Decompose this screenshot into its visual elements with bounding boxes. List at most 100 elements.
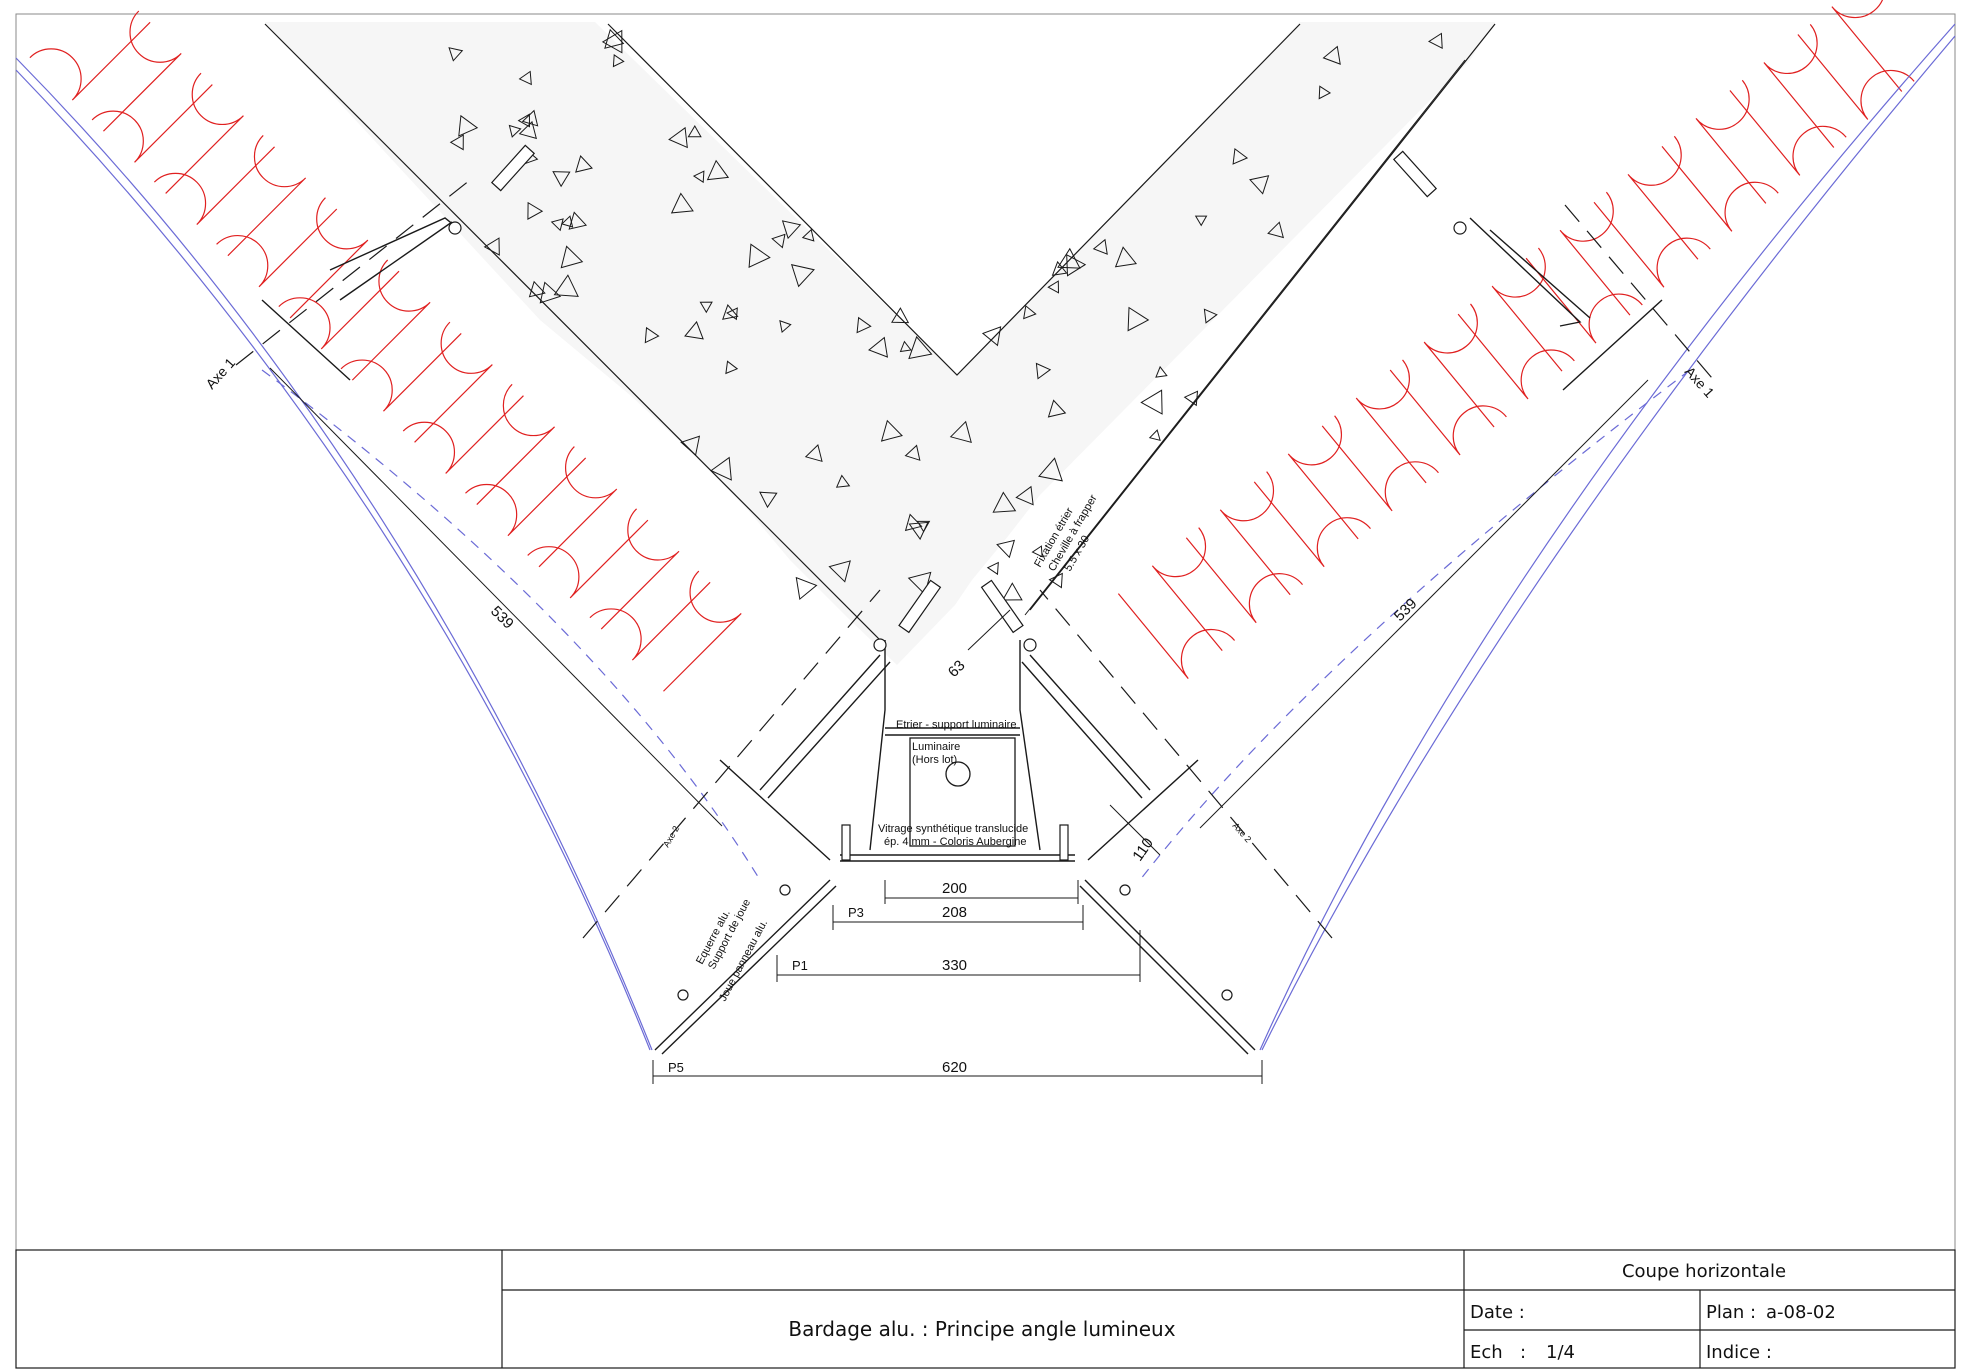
aggregate-mark — [804, 444, 823, 463]
aggregate-mark — [907, 571, 932, 596]
drawing-title: Bardage alu. : Principe angle lumineux — [788, 1317, 1175, 1341]
aggregate-mark — [1232, 147, 1249, 165]
aggregate-mark — [518, 70, 532, 86]
p5-label: P5 — [668, 1060, 684, 1075]
p3-label: P3 — [848, 905, 864, 920]
rail-profiles — [261, 217, 1663, 1055]
aggregate-mark — [1047, 399, 1067, 418]
aggregate-mark — [748, 243, 771, 269]
aggregate-mark — [687, 125, 702, 138]
view-name: Coupe horizontale — [1622, 1261, 1786, 1282]
insulation-loop — [414, 321, 493, 443]
luminaire-note-1: Luminaire — [912, 741, 960, 753]
dim-539-right: 539 — [1391, 595, 1421, 625]
aggregate-mark — [458, 114, 479, 137]
insulation-loop — [1593, 201, 1711, 288]
insulation-loop — [600, 508, 680, 630]
aggregate-mark — [835, 474, 851, 488]
axe1-right-label: Axe 1 — [1682, 363, 1718, 400]
p1-label: P1 — [792, 958, 808, 973]
aggregate-mark — [722, 304, 739, 320]
aggregate-mark — [1249, 175, 1270, 195]
aggregate-mark — [449, 134, 464, 151]
aggregate-mark — [517, 113, 531, 128]
aggregate-mark — [904, 444, 921, 461]
aggregate-mark — [528, 280, 546, 298]
aggregate-mark — [1322, 45, 1341, 65]
insulation-loop — [1219, 471, 1291, 596]
aggregate-mark — [868, 336, 889, 358]
insulation-loop — [1525, 257, 1643, 344]
aggregate-mark — [601, 29, 623, 54]
ech-value: 1/4 — [1546, 1342, 1575, 1363]
insulation-loop — [1797, 34, 1915, 120]
insulation-loop — [1627, 135, 1699, 260]
drawing-frame — [15, 13, 1956, 1369]
insulation-right — [1117, 0, 1915, 679]
insulation-loop — [103, 10, 182, 132]
date-label: Date : — [1470, 1302, 1525, 1323]
aggregate-mark — [1427, 32, 1443, 50]
aggregate-mark — [856, 316, 872, 334]
aggregate-mark — [508, 124, 522, 138]
aggregate-mark — [706, 159, 730, 181]
dim-200: 200 — [942, 880, 967, 897]
indice-label: Indice : — [1706, 1342, 1772, 1363]
ech-label: Ech — [1470, 1342, 1503, 1363]
title-block — [15, 1249, 1956, 1369]
insulation-loop — [1355, 359, 1427, 484]
insulation-loop — [1491, 247, 1563, 372]
aggregate-mark — [575, 155, 593, 173]
insulation-loop — [278, 270, 400, 350]
insulation-loop — [1559, 191, 1631, 316]
aggregate-mark — [801, 228, 815, 242]
insulation-loop — [1695, 79, 1767, 204]
aggregate-mark — [1035, 362, 1052, 380]
aggregate-mark — [981, 326, 1002, 347]
aggregate-mark — [1047, 280, 1060, 294]
aggregate-mark — [759, 491, 778, 509]
aggregate-mark — [908, 335, 933, 360]
aggregate-mark — [1015, 485, 1034, 506]
insulation-loop — [289, 197, 369, 319]
aggregate-mark — [1194, 215, 1208, 227]
aggregate-mark — [795, 576, 818, 601]
ech-separator: : — [1520, 1342, 1526, 1363]
luminaire-box — [909, 737, 1016, 847]
aggregate-mark — [1155, 365, 1168, 378]
aggregate-mark — [904, 513, 923, 532]
vitrage-note-1: Vitrage synthétique translucide — [878, 823, 1028, 835]
axe2-right-label: Axe 2 — [1231, 821, 1254, 845]
insulation-loop — [1253, 481, 1371, 568]
aggregate-mark — [483, 237, 500, 256]
aggregate-mark — [448, 47, 464, 62]
aggregate-mark — [612, 53, 625, 68]
insulation-loop — [165, 72, 244, 194]
axe1-left-label: Axe 1 — [202, 355, 238, 392]
aggregate-mark — [992, 491, 1017, 513]
aggregate-mark — [568, 211, 588, 230]
plan-label: Plan : — [1706, 1302, 1756, 1323]
aggregate-mark — [891, 307, 910, 324]
aggregate-mark — [670, 192, 694, 214]
aggregate-mark — [781, 220, 802, 240]
aggregate-mark — [710, 456, 732, 481]
concrete-aggregate — [448, 28, 1443, 601]
aggregate-mark — [1001, 582, 1023, 601]
aggregate-mark — [680, 435, 701, 457]
aggregate-mark — [552, 171, 571, 188]
insulation-left — [29, 10, 742, 692]
aggregate-mark — [684, 320, 704, 340]
aggregate-mark — [1148, 429, 1161, 441]
insulation-loop — [538, 446, 618, 568]
aggregate-mark — [1114, 246, 1138, 268]
aggregate-mark — [668, 126, 688, 149]
insulation-loop — [1457, 313, 1575, 400]
axes — [235, 179, 1713, 939]
aggregate-mark — [996, 539, 1016, 559]
insulation-loop — [465, 457, 587, 537]
dim-63: 63 — [945, 657, 969, 681]
dim-110: 110 — [1129, 835, 1157, 864]
dim-208: 208 — [942, 904, 967, 921]
